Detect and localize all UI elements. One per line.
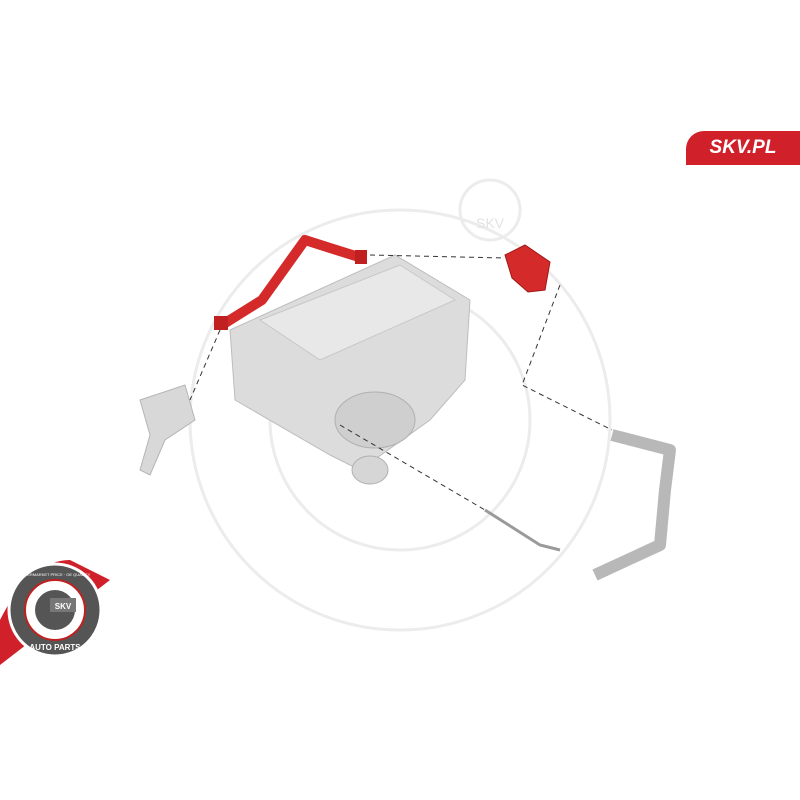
red-breather-hose bbox=[217, 235, 367, 330]
watermark-text: SKV bbox=[476, 215, 505, 231]
brand-site-label: SKV.PL bbox=[709, 137, 777, 158]
badge-bottom-text: AUTO PARTS bbox=[29, 643, 81, 652]
grey-pipe bbox=[592, 429, 676, 581]
red-valve bbox=[504, 244, 551, 293]
skv-badge-logo: SKV AUTO PARTS AFTERMARKET PRICE · OE QU… bbox=[7, 562, 103, 658]
badge-center-text: SKV bbox=[55, 602, 72, 611]
brand-tab: SKV.PL bbox=[686, 131, 800, 165]
leader-lines bbox=[189, 254, 613, 511]
vacuum-pump bbox=[139, 384, 196, 476]
engine-block bbox=[229, 254, 471, 485]
badge-top-text: AFTERMARKET PRICE · OE QUALITY bbox=[20, 572, 91, 577]
